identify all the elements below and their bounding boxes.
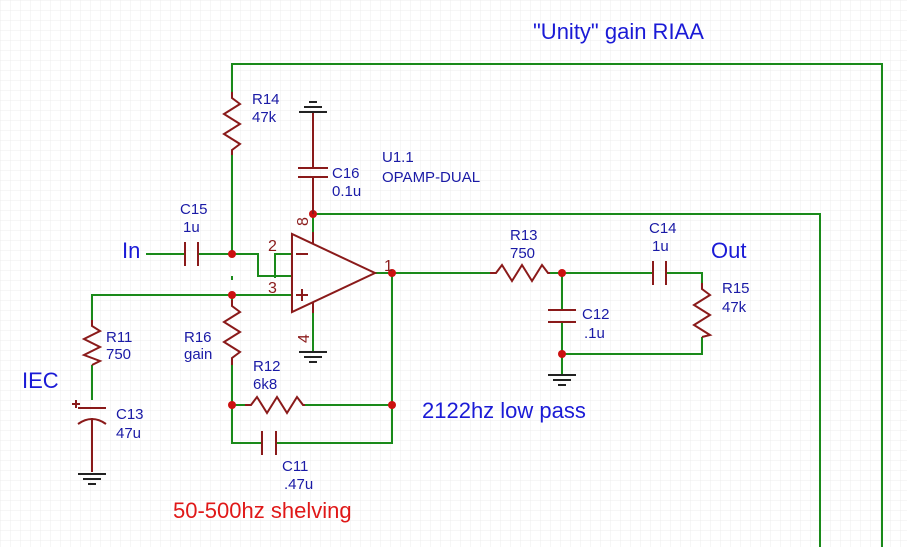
r14-ref: R14 [252, 91, 280, 108]
capacitor-c12[interactable]: C12 .1u [548, 306, 610, 342]
opamp-u1-1[interactable]: U1.1 OPAMP-DUAL 2 3 1 8 4 [268, 149, 480, 343]
pin-2-label: 2 [268, 238, 277, 255]
schematic-title: "Unity" gain RIAA [533, 19, 704, 44]
iec-label: IEC [22, 368, 59, 393]
resistor-r12[interactable]: R12 6k8 [245, 358, 305, 415]
r12-ref: R12 [253, 358, 281, 375]
c13-ground [78, 473, 106, 485]
r13-ref: R13 [510, 227, 538, 244]
c14-ref: C14 [649, 220, 677, 237]
junction-dot [388, 401, 396, 409]
c12-ref: C12 [582, 306, 610, 323]
junction-dot [228, 291, 236, 299]
r11-ref: R11 [106, 329, 132, 346]
c11-ref: C11 [282, 458, 308, 475]
r13-value: 750 [510, 245, 535, 262]
c15-ref: C15 [180, 201, 208, 218]
capacitor-c16[interactable]: C16 0.1u [298, 112, 361, 214]
capacitor-c14[interactable]: C14 1u [649, 220, 677, 285]
junction-dot [228, 250, 236, 258]
ground-symbol [299, 101, 327, 113]
r15-value: 47k [722, 299, 747, 316]
wires [91, 63, 883, 547]
resistor-r11[interactable]: R11 750 [81, 320, 132, 366]
resistor-r16[interactable]: R16 gain [184, 300, 242, 365]
low-pass-note: 2122hz low pass [422, 398, 586, 423]
pin-4-label: 4 [296, 334, 313, 343]
r14-value: 47k [252, 109, 277, 126]
c14-value: 1u [652, 238, 669, 255]
opamp-part: OPAMP-DUAL [382, 169, 480, 186]
resistor-r13[interactable]: R13 750 [490, 227, 550, 283]
c15-value: 1u [183, 219, 200, 236]
output-label: Out [711, 238, 746, 263]
junction-dot [558, 269, 566, 277]
pin-8-label: 8 [295, 217, 312, 226]
c13-value: 47u [116, 425, 141, 442]
resistor-r14[interactable]: R14 47k [222, 91, 280, 155]
c16-ref: C16 [332, 165, 360, 182]
r11-value: 750 [106, 346, 131, 363]
c16-value: 0.1u [332, 183, 361, 200]
junction-dot [558, 350, 566, 358]
resistor-r15[interactable]: R15 47k [692, 280, 750, 338]
r16-value: gain [184, 346, 212, 363]
r16-ref: R16 [184, 329, 212, 346]
r15-ref: R15 [722, 280, 750, 297]
r12-value: 6k8 [253, 376, 277, 393]
c12-ground [548, 374, 576, 386]
junction-dot [228, 401, 236, 409]
c13-ref: C13 [116, 406, 144, 423]
capacitor-c11[interactable]: C11 .47u [261, 431, 313, 493]
c12-value: .1u [584, 325, 605, 342]
capacitor-c13[interactable]: C13 47u [72, 400, 144, 472]
capacitor-c15[interactable]: C15 1u [180, 201, 208, 266]
junction-dot [388, 269, 396, 277]
opamp-ref: U1.1 [382, 149, 414, 166]
pin-1-label: 1 [384, 258, 393, 275]
input-label: In [122, 238, 140, 263]
pin-3-label: 3 [268, 280, 277, 297]
c11-value: .47u [284, 476, 313, 493]
opamp-ground [299, 351, 327, 363]
shelving-note: 50-500hz shelving [173, 498, 352, 523]
